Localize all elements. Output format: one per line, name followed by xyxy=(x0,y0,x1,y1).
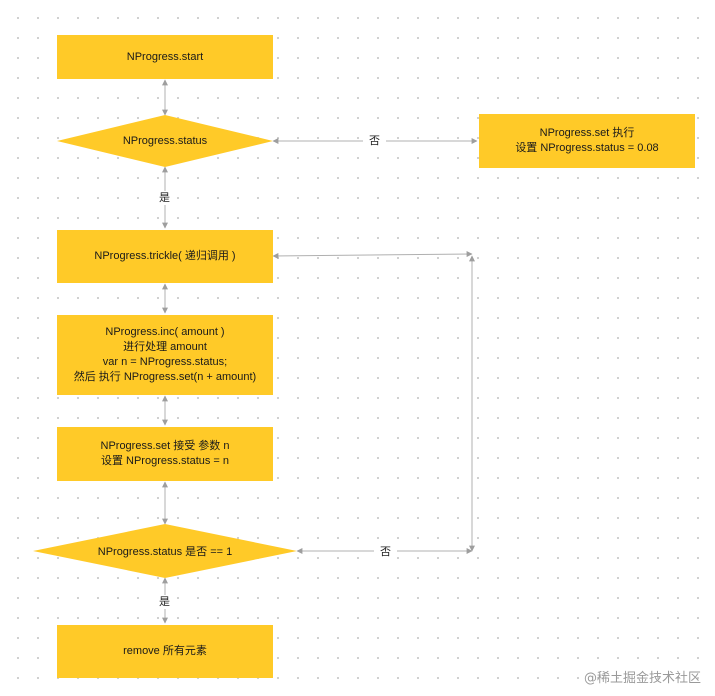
trickle-node-label: NProgress.trickle( 递归调用 ) xyxy=(94,250,236,262)
edge-label-no-top: 否 xyxy=(363,134,386,148)
edge-trickle-loop xyxy=(272,251,473,259)
set-line-2: 设置 NProgress.status = n xyxy=(100,455,230,467)
watermark: @稀土掘金技术社区 xyxy=(583,671,701,686)
set-line-1: NProgress.set 接受 参数 n xyxy=(100,440,230,452)
done-check-label: NProgress.status 是否 == 1 xyxy=(33,524,297,578)
inc-line-4: 然后 执行 NProgress.set(n + amount) xyxy=(73,371,257,383)
inc-line-2: 进行处理 amount xyxy=(123,341,207,353)
edge-label-yes-top: 是 xyxy=(153,191,176,205)
inc-line-1: NProgress.inc( amount ) xyxy=(105,326,225,338)
set-default-line-1: NProgress.set 执行 xyxy=(539,127,635,139)
remove-node: remove 所有元素 xyxy=(57,625,273,678)
start-node-label: NProgress.start xyxy=(126,50,204,63)
edge-label-yes-bottom: 是 xyxy=(153,595,176,609)
status-check-text: NProgress.status xyxy=(122,135,208,147)
status-check-diamond xyxy=(57,115,273,167)
trickle-node: NProgress.trickle( 递归调用 ) xyxy=(57,230,273,283)
start-node: NProgress.start xyxy=(57,35,273,79)
done-check-text: NProgress.status 是否 == 1 xyxy=(97,546,233,558)
inc-line-3: var n = NProgress.status; xyxy=(102,356,228,368)
done-check-diamond xyxy=(33,524,297,578)
remove-node-label: remove 所有元素 xyxy=(123,645,207,657)
status-check-label: NProgress.status xyxy=(57,115,273,167)
edge-label-no-bottom: 否 xyxy=(374,545,397,559)
set-default-line-2: 设置 NProgress.status = 0.08 xyxy=(515,142,659,154)
set-default-node: NProgress.set 执行 设置 NProgress.status = 0… xyxy=(479,114,695,168)
inc-node: NProgress.inc( amount ) 进行处理 amount var … xyxy=(57,315,273,395)
set-node: NProgress.set 接受 参数 n 设置 NProgress.statu… xyxy=(57,427,273,481)
